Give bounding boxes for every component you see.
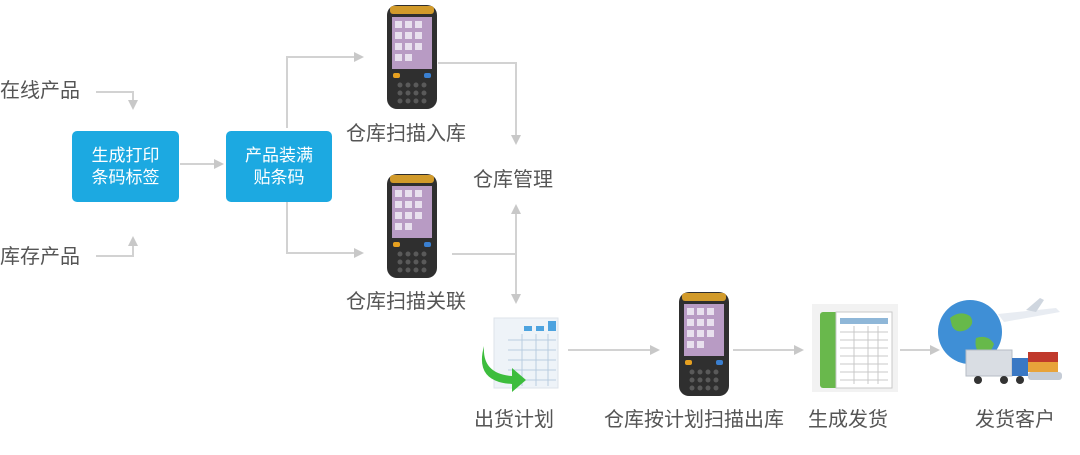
warehouse-scan-in-label: 仓库扫描入库: [346, 121, 466, 145]
ledger-book-icon: [812, 304, 898, 392]
warehouse-management-label: 仓库管理: [473, 167, 553, 191]
print-barcode-label-line1: 生成打印: [91, 145, 160, 166]
arrow-online-to-print: [96, 91, 138, 110]
attach-barcode-line1: 产品装满: [245, 145, 313, 166]
arrow-attach-to-scan-in: [286, 52, 364, 128]
shipping-plan-label: 出货计划: [474, 407, 554, 431]
arrow-stock-to-print: [96, 236, 138, 257]
handheld-scanner-icon: [679, 292, 729, 396]
ship-to-customer-label: 发货客户: [975, 407, 1055, 431]
online-products-label: 在线产品: [0, 78, 80, 102]
spreadsheet-plan-icon: [481, 317, 559, 392]
global-logistics-icon: [938, 298, 1062, 384]
attach-barcode-line2: 贴条码: [253, 167, 305, 188]
scan-out-by-plan-label: 仓库按计划扫描出库: [604, 407, 784, 431]
arrow-scan-link-to-mgmt: [452, 204, 521, 255]
attach-barcode-box: 产品装满 贴条码: [226, 131, 332, 202]
stock-products-label: 库存产品: [0, 244, 80, 268]
arrow-scan-in-to-mgmt: [438, 62, 521, 145]
handheld-scanner-icon: [387, 174, 437, 278]
warehouse-scan-link-label: 仓库扫描关联: [346, 289, 466, 313]
handheld-scanner-icon: [387, 5, 437, 109]
arrow-attach-to-scan-link: [286, 202, 364, 258]
create-shipment-label: 生成发货: [808, 407, 888, 431]
print-barcode-label-box: 生成打印 条码标签: [72, 131, 179, 202]
print-barcode-label-line2: 条码标签: [91, 167, 160, 188]
